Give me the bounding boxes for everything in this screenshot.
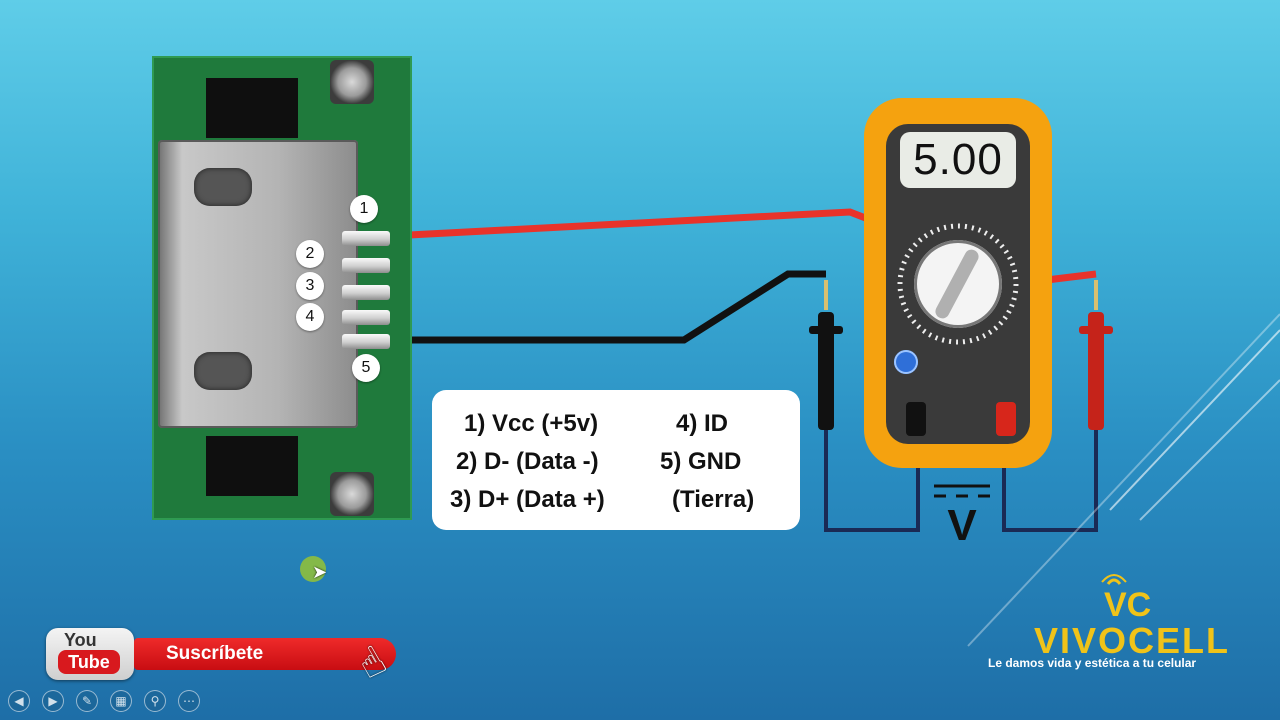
connector-slot-bottom [194, 352, 252, 390]
black-wire [390, 270, 826, 344]
pin-d-minus [342, 258, 390, 273]
pin-d-plus [342, 285, 390, 300]
pin-number-5: 5 [352, 354, 380, 382]
pin-gnd [342, 334, 390, 349]
youtube-you-text: You [64, 630, 97, 650]
com-jack [906, 402, 926, 436]
pcb-pad-top [206, 78, 298, 138]
slides-grid-button[interactable]: ▦ [110, 690, 132, 712]
pin-number-1: 1 [350, 195, 378, 223]
pen-tool-button[interactable]: ✎ [76, 690, 98, 712]
legend-item: 2) D- (Data -) [456, 448, 599, 475]
dial-scale-icon [897, 223, 1019, 345]
connector-slot-top [194, 168, 252, 206]
hold-button[interactable] [894, 350, 918, 374]
multimeter-display: 5.00 [900, 132, 1016, 188]
pin-number-2: 2 [296, 240, 324, 268]
cursor-highlight [300, 556, 326, 582]
mouse-pointer-icon: ➤ [312, 562, 328, 582]
legend-item: (Tierra) [672, 486, 755, 513]
subscribe-button[interactable]: Suscríbete [134, 638, 396, 670]
svg-text:VC: VC [1104, 586, 1151, 620]
black-probe-tip [824, 280, 828, 310]
decor-lines-2 [1139, 379, 1280, 521]
pinout-legend: 1) Vcc (+5v) 2) D- (Data -) 3) D+ (Data … [432, 390, 800, 530]
legend-item: 1) Vcc (+5v) [464, 410, 599, 437]
micro-usb-connector [158, 140, 358, 428]
volt-unit-label: V [947, 501, 977, 550]
red-probe-lead [1002, 430, 1098, 532]
legend-item: 3) D+ (Data +) [450, 486, 605, 513]
black-probe-lead [824, 430, 920, 532]
previous-slide-button[interactable]: ◀ [8, 690, 30, 712]
decor-lines-3 [967, 313, 1280, 647]
next-slide-button[interactable]: ▶ [42, 690, 64, 712]
pin-vcc [342, 231, 390, 246]
legend-item: 4) ID [676, 410, 729, 437]
pcb-pad-bottom [206, 436, 298, 496]
vivocell-logo: VC [1101, 574, 1151, 620]
pin-number-4: 4 [296, 303, 324, 331]
red-probe-tip [1094, 280, 1098, 310]
youtube-tube-text: Tube [58, 650, 120, 674]
pcb-via-top [330, 60, 374, 104]
pin-number-3: 3 [296, 272, 324, 300]
pin-id [342, 310, 390, 325]
brand-tagline: Le damos vida y estética a tu celular [988, 656, 1197, 670]
red-test-probe [1088, 312, 1104, 430]
brand-name: VIVOCELL [1034, 620, 1231, 661]
legend-item: 5) GND [660, 448, 742, 475]
zoom-button[interactable]: ⚲ [144, 690, 166, 712]
pcb-via-bottom [330, 472, 374, 516]
volt-jack [996, 402, 1016, 436]
black-test-probe [818, 312, 834, 430]
dc-symbol-icon [934, 484, 990, 498]
decor-lines [1109, 329, 1280, 511]
more-options-button[interactable]: ⋯ [178, 690, 200, 712]
